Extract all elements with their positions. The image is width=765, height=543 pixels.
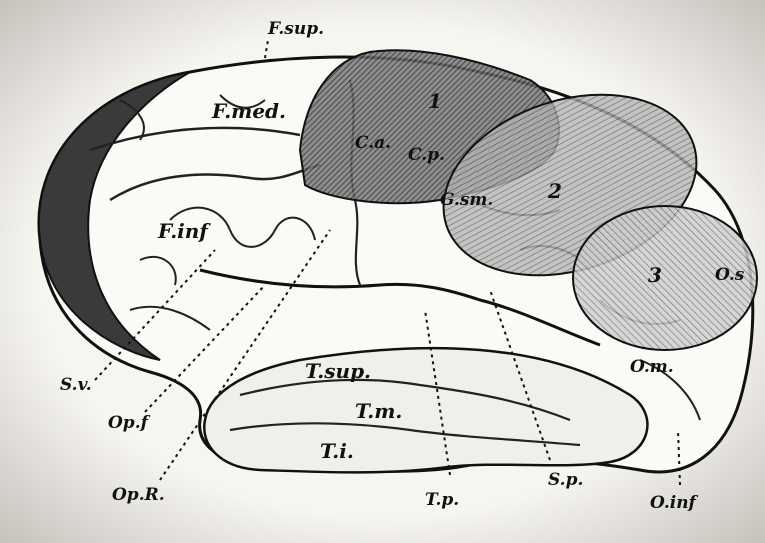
label-op-f: Op.f <box>108 413 151 433</box>
label-t-m: T.m. <box>355 399 402 423</box>
label-f-med: F.med. <box>211 99 286 123</box>
label-s-v: S.v. <box>60 375 92 395</box>
label-f-inf: F.inf <box>157 219 211 243</box>
label-o-inf: O.inf <box>650 493 699 513</box>
region-2-label: 2 <box>547 179 562 203</box>
label-c-a: C.a. <box>355 133 391 153</box>
label-o-s: O.s <box>715 265 745 285</box>
region-3-label: 3 <box>648 263 662 287</box>
label-t-sup: T.sup. <box>305 359 371 383</box>
label-op-r: Op.R. <box>112 485 165 505</box>
label-c-p: C.p. <box>408 145 445 165</box>
label-s-p: S.p. <box>548 470 583 490</box>
label-g-sm: G.sm. <box>440 190 493 210</box>
label-t-p: T.p. <box>425 490 459 510</box>
label-o-m: O.m. <box>630 357 674 377</box>
label-t-i: T.i. <box>320 439 354 463</box>
region-1-label: 1 <box>428 89 442 113</box>
label-f-sup: F.sup. <box>267 19 324 39</box>
